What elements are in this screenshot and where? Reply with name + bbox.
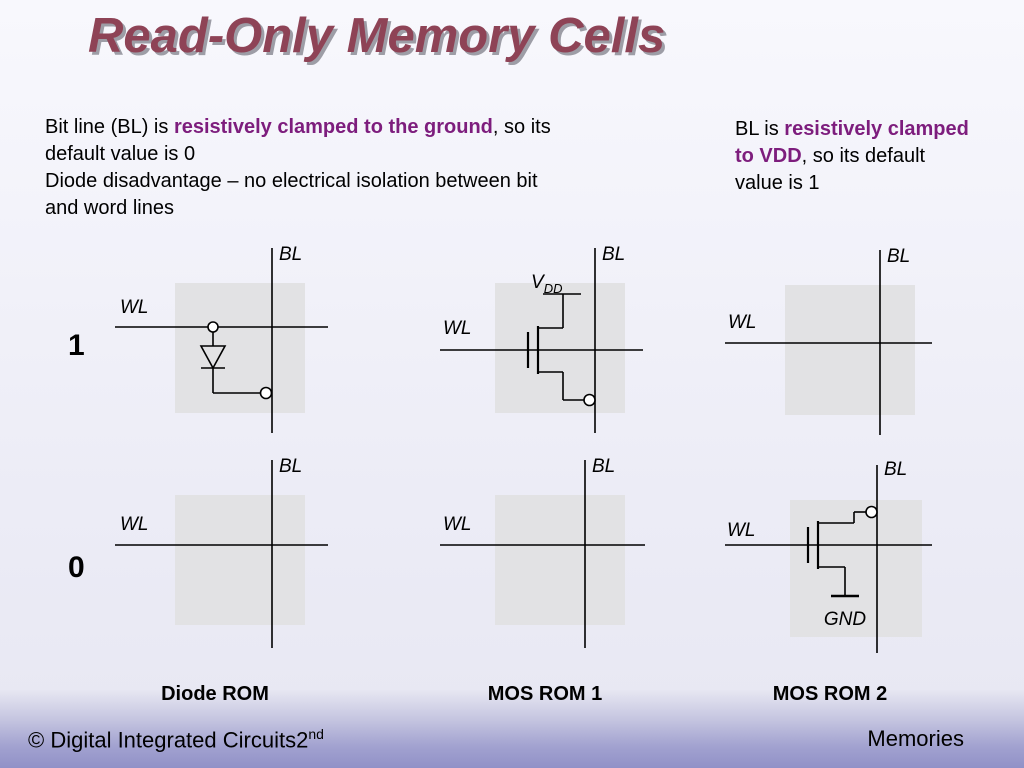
cell-area bbox=[495, 283, 625, 413]
cell-mos-rom-1-bit-1: VDD BL WL bbox=[440, 244, 643, 433]
bit-label-0: 0 bbox=[68, 551, 85, 584]
cell-area bbox=[785, 285, 915, 415]
cell-diode-rom-bit-0: BL WL bbox=[115, 456, 328, 648]
left-line-1-tail: , so its bbox=[492, 116, 551, 138]
bit-line-contact bbox=[259, 386, 273, 400]
cell-diode-rom-bit-1: BL WL bbox=[115, 244, 328, 433]
footer-band bbox=[0, 690, 1024, 768]
left-text-block: Bit line (BL) is resistively clamped to … bbox=[45, 114, 675, 222]
diode-device bbox=[199, 321, 273, 400]
cell-area bbox=[175, 283, 305, 413]
left-line-2: default value is 0 bbox=[45, 143, 196, 165]
right-line-2-accent: to VDD bbox=[735, 145, 802, 167]
nmos-to-vdd-device bbox=[526, 293, 596, 407]
bl-label: BL bbox=[279, 456, 302, 477]
left-line-1-accent: resistively clamped to the ground bbox=[173, 116, 493, 138]
column-label-mos-rom-2: MOS ROM 2 bbox=[772, 683, 888, 705]
wl-label: WL bbox=[443, 318, 472, 339]
word-line-contact bbox=[207, 321, 219, 333]
vdd-label-sub: DD bbox=[544, 281, 563, 296]
diode-triangle bbox=[199, 345, 227, 370]
left-line-4: and word lines bbox=[45, 197, 174, 219]
left-line-3: Diode disadvantage – no electrical isola… bbox=[45, 170, 538, 192]
footer-edition-suffix: nd bbox=[308, 726, 324, 742]
right-line-2: to VDD, so its default bbox=[735, 143, 1003, 170]
bl-label: BL bbox=[592, 456, 615, 477]
right-text-block: BL is resistively clamped to VDD, so its… bbox=[735, 116, 1003, 197]
vdd-label: VDD bbox=[531, 272, 562, 296]
cell-mos-rom-2-bit-0: GND BL WL bbox=[725, 459, 932, 653]
left-line-1-lead: Bit line (BL) is bbox=[45, 116, 174, 138]
wl-label: WL bbox=[120, 514, 149, 535]
footer-section: Memories bbox=[867, 726, 964, 751]
cell-area bbox=[495, 495, 625, 625]
right-line-1: BL is resistively clamped bbox=[735, 116, 1003, 143]
column-label-mos-rom-1: MOS ROM 1 bbox=[487, 683, 603, 705]
gnd-label: GND bbox=[824, 609, 867, 630]
cell-area bbox=[790, 500, 922, 637]
bl-label: BL bbox=[884, 459, 907, 480]
footer-edition-number: 2 bbox=[296, 727, 309, 753]
left-line-1: Bit line (BL) is resistively clamped to … bbox=[45, 114, 675, 141]
right-line-3: value is 1 bbox=[735, 172, 820, 194]
cell-mos-rom-2-bit-1: BL WL bbox=[725, 246, 932, 435]
wl-label: WL bbox=[727, 520, 756, 541]
right-line-1-lead: BL is bbox=[735, 118, 785, 140]
cell-area bbox=[175, 495, 305, 625]
right-line-2-tail: , so its default bbox=[801, 145, 926, 167]
column-label-diode-rom: Diode ROM bbox=[161, 683, 269, 705]
bit-line-contact bbox=[865, 505, 878, 519]
slide-title: Read-Only Memory Cells bbox=[88, 9, 666, 63]
bit-label-1: 1 bbox=[68, 329, 85, 362]
bl-label: BL bbox=[887, 246, 910, 267]
wl-label: WL bbox=[120, 297, 149, 318]
nmos-to-gnd-device bbox=[806, 505, 878, 598]
wl-label: WL bbox=[443, 514, 472, 535]
vdd-label-base: V bbox=[531, 272, 546, 293]
right-line-1-accent: resistively clamped bbox=[784, 118, 969, 140]
bl-label: BL bbox=[602, 244, 625, 265]
footer-copyright: © Digital Integrated Circuits2nd bbox=[28, 726, 324, 753]
bl-label: BL bbox=[279, 244, 302, 265]
cell-mos-rom-1-bit-0: BL WL bbox=[440, 456, 645, 648]
wl-label: WL bbox=[728, 312, 757, 333]
bit-line-contact bbox=[583, 393, 596, 407]
footer-book-title: © Digital Integrated Circuits bbox=[28, 727, 297, 753]
